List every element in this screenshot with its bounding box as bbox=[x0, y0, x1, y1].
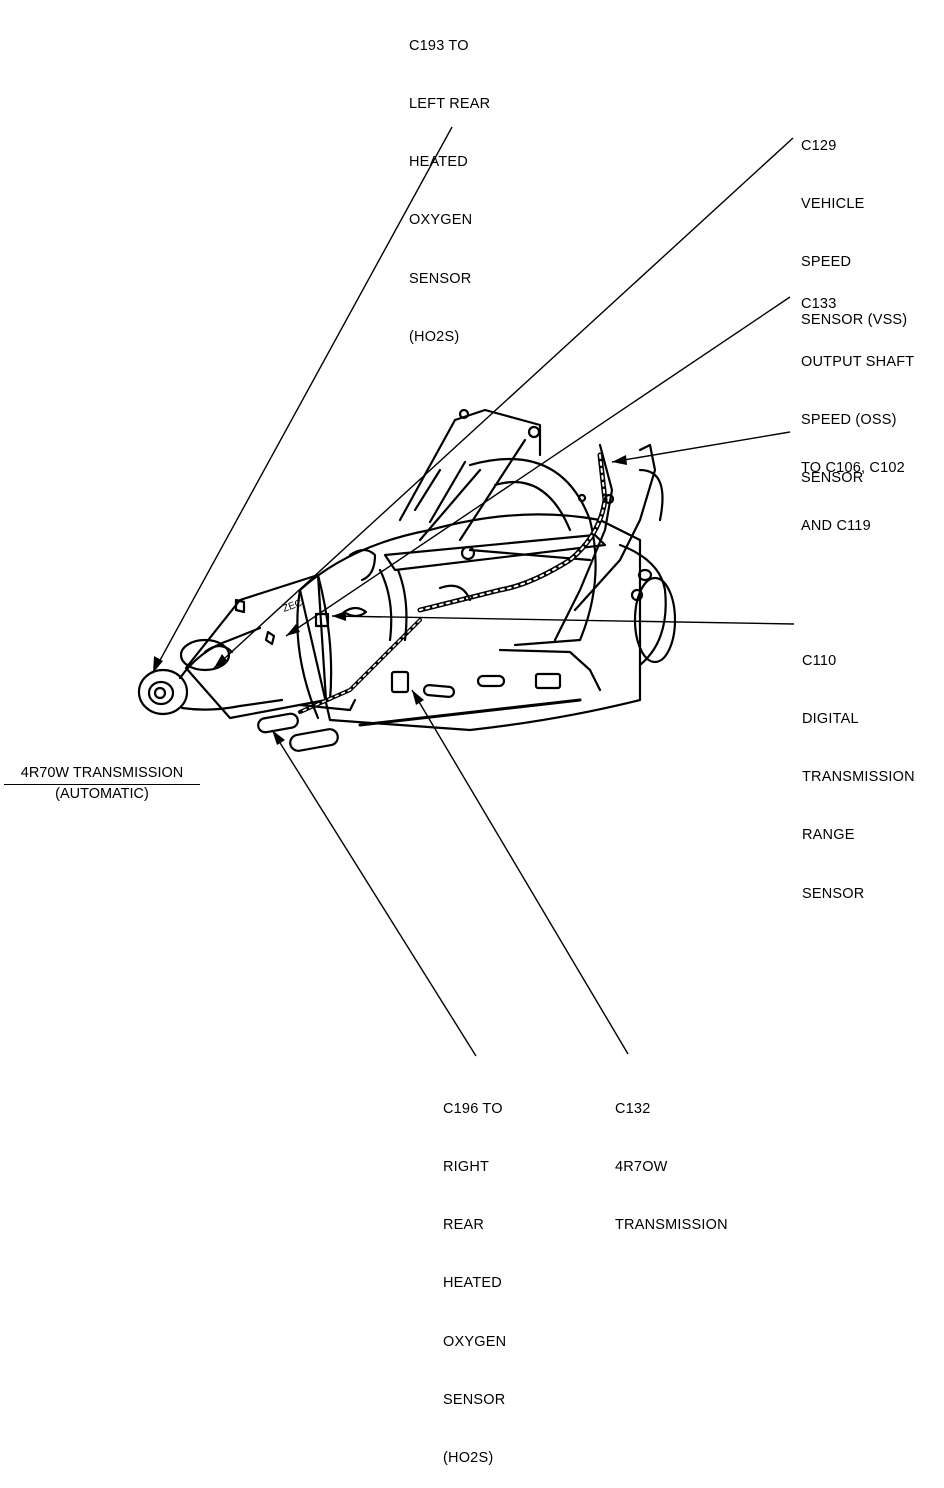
bell-housing bbox=[468, 457, 597, 642]
label-c133-oss: C133 OUTPUT SHAFT SPEED (OSS) SENSOR bbox=[801, 295, 915, 487]
output-yoke bbox=[137, 668, 189, 716]
leader-c129 bbox=[213, 137, 794, 669]
leader-c132 bbox=[411, 689, 629, 1055]
label-c196-right-rear-ho2s: C196 TO RIGHT REAR HEATED OXYGEN SENSOR … bbox=[443, 1100, 507, 1467]
arrow-c133 bbox=[286, 624, 300, 636]
housing-mark: ZEC bbox=[281, 598, 304, 615]
leader-c193 bbox=[152, 126, 453, 674]
transmission-drawing bbox=[137, 408, 677, 752]
arrow-c196 bbox=[272, 730, 285, 745]
arrow-heads bbox=[153, 455, 627, 745]
caption-title: 4R70W TRANSMISSION bbox=[4, 764, 200, 786]
arrow-c106 bbox=[612, 455, 627, 465]
label-c129-vss: C129 VEHICLE SPEED SENSOR (VSS) bbox=[801, 137, 908, 329]
arrow-c193 bbox=[153, 656, 163, 673]
label-c110-dtr-sensor: C110 DIGITAL TRANSMISSION RANGE SENSOR bbox=[802, 652, 915, 902]
transmission-diagram: ZEC bbox=[137, 126, 795, 1057]
arrow-c110 bbox=[332, 611, 346, 621]
leader-c196 bbox=[271, 729, 477, 1057]
label-c193-left-rear-ho2s: C193 TO LEFT REAR HEATED OXYGEN SENSOR (… bbox=[409, 37, 491, 345]
leader-lines bbox=[152, 126, 795, 1057]
label-c132-4r70w: C132 4R7OW TRANSMISSION bbox=[615, 1100, 728, 1234]
leader-c106 bbox=[611, 431, 791, 463]
leader-c110 bbox=[331, 615, 795, 625]
arrow-c129 bbox=[214, 654, 228, 668]
extension-housing bbox=[184, 573, 328, 720]
arrow-c132 bbox=[412, 690, 424, 705]
caption-subtitle: (AUTOMATIC) bbox=[55, 786, 149, 803]
label-c106-c102-c119: TO C106, C102 AND C119 bbox=[801, 459, 905, 535]
leader-c133 bbox=[285, 296, 791, 637]
transmission-caption: 4R70W TRANSMISSION (AUTOMATIC) bbox=[4, 764, 200, 805]
main-case bbox=[298, 513, 642, 732]
